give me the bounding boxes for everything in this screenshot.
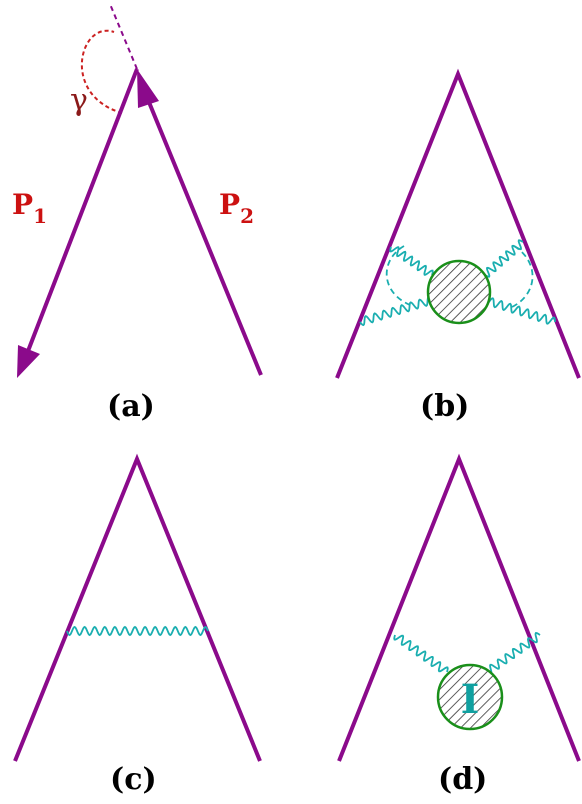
panel-b: (b) [335, 68, 581, 424]
b-dashed-arc-left [385, 245, 411, 306]
b-photon-right-upper [484, 239, 524, 278]
b-photon-right-lower [484, 297, 556, 325]
p2-arrow-icon [137, 69, 159, 108]
d-fermion-lines [337, 453, 581, 762]
p1-label: P1 [12, 188, 47, 228]
b-blob-icon [426, 259, 492, 325]
caption-a: (a) [107, 389, 155, 424]
caption-c: (c) [110, 762, 157, 797]
d-photon-right [486, 632, 541, 675]
panel-a: γ P1 P2 (a) [12, 3, 263, 424]
p2-label: P2 [219, 188, 254, 228]
b-photon-left-upper [389, 246, 434, 276]
caption-d: (d) [438, 762, 487, 797]
d-blob-icon [436, 663, 504, 731]
b-photon-left-lower [359, 295, 433, 327]
d-blob-label: I [461, 676, 480, 723]
gamma-label: γ [70, 83, 88, 118]
p1-fermion-line [21, 68, 139, 365]
c-fermion-lines [13, 453, 262, 762]
b-fermion-lines [335, 68, 581, 379]
caption-b: (b) [420, 389, 469, 424]
panel-d: I (d) [337, 453, 581, 797]
panel-c: (c) [13, 453, 262, 797]
extension-dashed-line [109, 3, 138, 70]
d-photon-left [393, 634, 449, 673]
p1-arrow-icon [17, 345, 40, 378]
gamma-angle-arc [81, 29, 123, 114]
c-photon-line [66, 625, 209, 637]
p2-fermion-line [142, 89, 263, 376]
